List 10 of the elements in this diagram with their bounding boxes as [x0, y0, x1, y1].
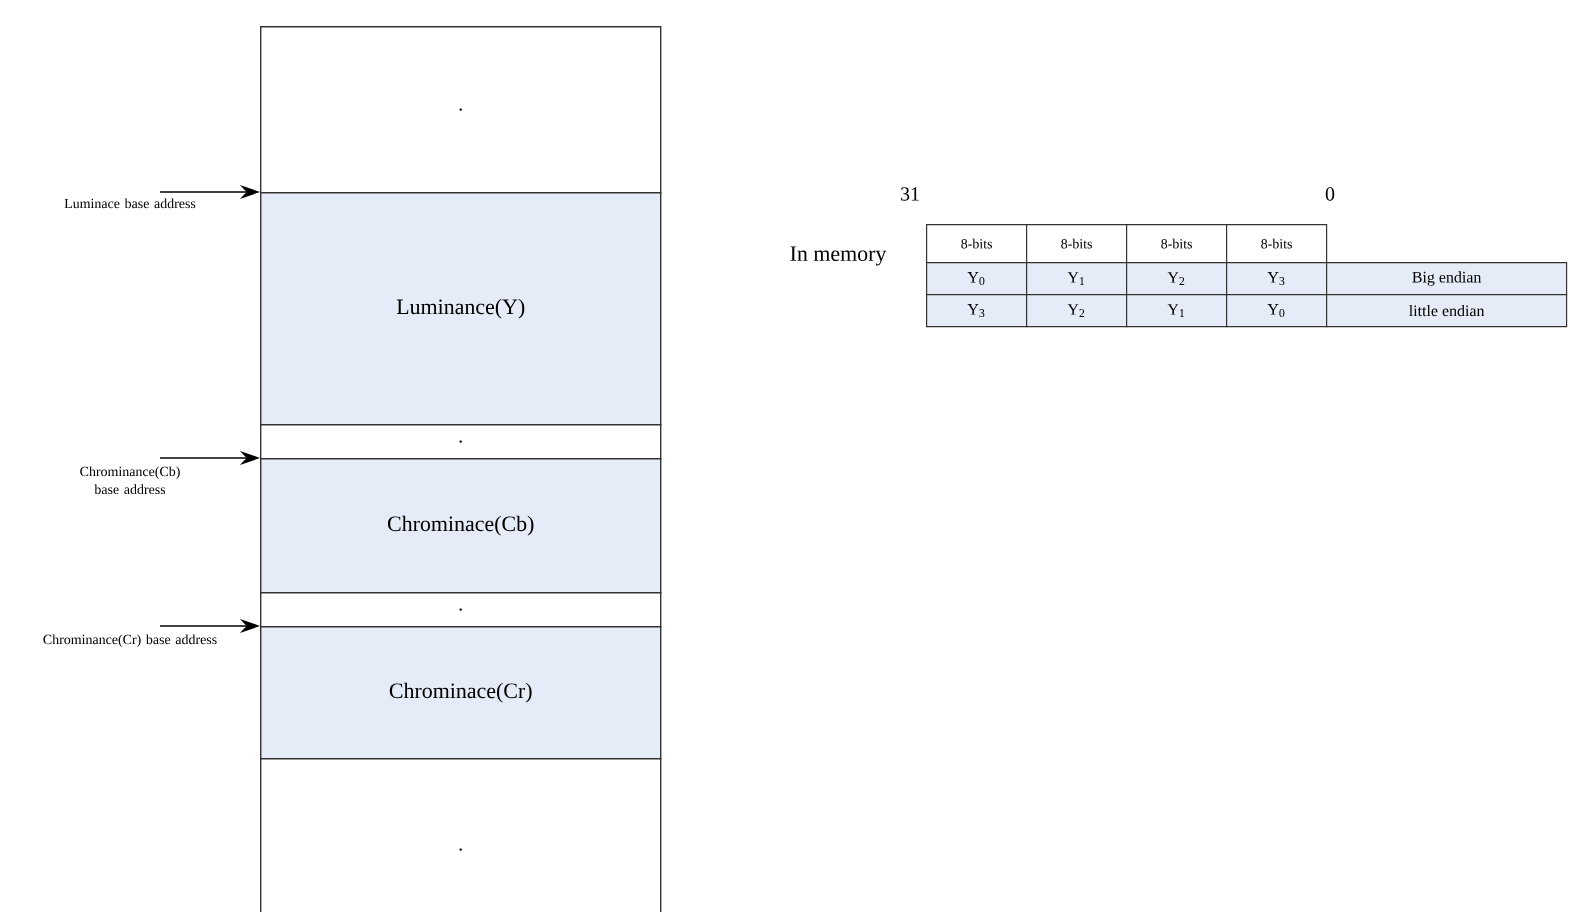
memory-segment: Chrominace(Cr)	[260, 625, 662, 760]
memory-segment: .	[260, 424, 662, 460]
bit-number: 31	[901, 187, 919, 201]
row-label: In memory	[790, 246, 887, 266]
bit-number: 0	[1325, 187, 1335, 201]
memory-segment: Luminance(Y)	[260, 192, 662, 426]
memory-segment: .	[260, 757, 662, 912]
memory-segment: .	[260, 26, 662, 194]
memory-segment: Chrominace(Cb)	[260, 458, 662, 594]
memory-segment: .	[260, 591, 662, 628]
